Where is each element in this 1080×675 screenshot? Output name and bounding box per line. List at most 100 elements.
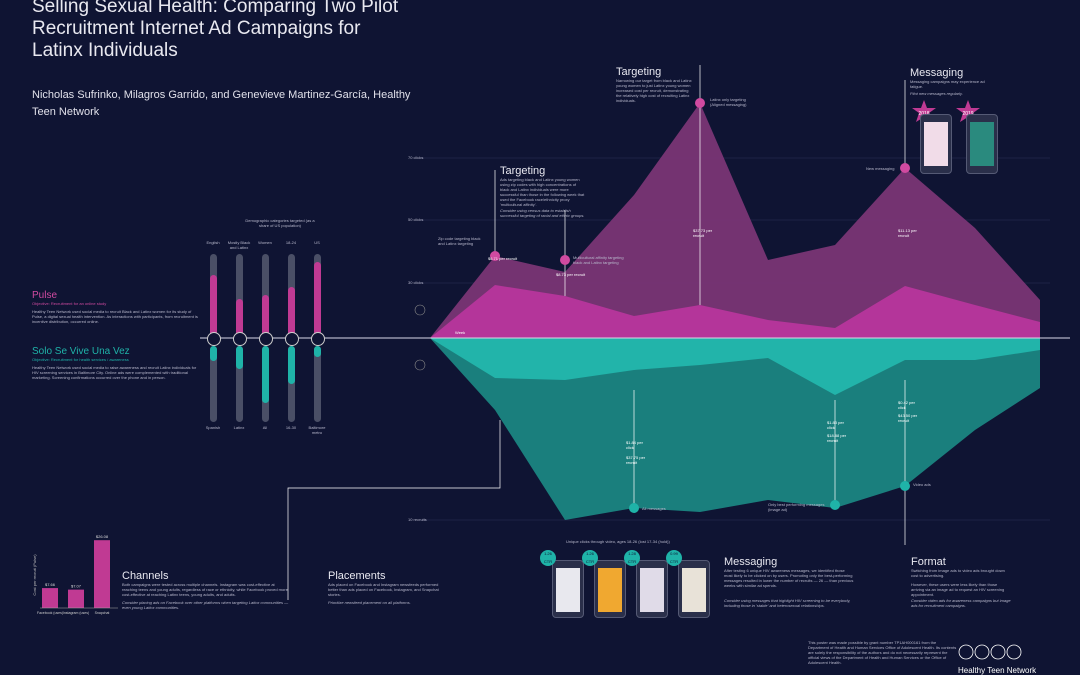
- ad-phone: [552, 560, 584, 618]
- demo-track-top: [210, 254, 217, 336]
- pulse-subtitle: Objective: Recruitment for an online stu…: [32, 301, 107, 306]
- demo-bottom-label: Spanish: [205, 425, 221, 430]
- ssuv-value: $1.83 per click: [827, 420, 844, 430]
- section-messaging-bottom: Messaging: [724, 556, 778, 568]
- stream-label-new-messaging: New messaging: [866, 166, 895, 171]
- ad-phone: [594, 560, 626, 618]
- marker-dot: [695, 98, 705, 108]
- marker-dot: [900, 481, 910, 491]
- demo-bottom-label: 16-30: [285, 425, 297, 430]
- logo-icon: [958, 644, 1022, 660]
- demo-track-bottom: [262, 346, 269, 422]
- demo-top-label: Mostly Black and Latinx: [227, 240, 251, 250]
- note-format: Switching from image ads to video ads br…: [911, 568, 1005, 578]
- section-targeting-top: Targeting: [616, 66, 662, 78]
- section-targeting-mid: Targeting: [500, 165, 546, 177]
- demo-top-label: Women: [258, 240, 272, 245]
- y-label: 50 clicks: [408, 217, 424, 222]
- section-channels: Channels: [122, 570, 169, 582]
- stream-label-all-messages: All messages: [642, 506, 666, 511]
- recruit-axis-icon: [414, 304, 426, 316]
- channel-category-label: Snapchat: [95, 611, 110, 615]
- demo-top-label: US: [314, 240, 320, 245]
- footer-note: This poster was made possible by grant n…: [808, 640, 957, 665]
- ad-phone: [678, 560, 710, 618]
- stream-label-video: Video ads: [913, 482, 931, 487]
- demographics-heading: Demographic categories targeted (as a sh…: [245, 218, 315, 228]
- pulse-value: $8.73 per recruit: [556, 272, 586, 277]
- channel-value-label: $7.66: [45, 582, 56, 587]
- y-label: 70 clicks: [408, 155, 424, 160]
- channels-ylabel: Cost per recruit (Pulse): [32, 554, 37, 596]
- pulse-value: $11.13 per recruit: [898, 228, 917, 238]
- demo-fill-top: [262, 295, 269, 336]
- channel-bar: [68, 589, 84, 608]
- note-format2: However, these users were less likely th…: [911, 582, 1005, 597]
- ssuv-value: $0.42 per click: [898, 400, 915, 410]
- ssuv-value: $37.75 per recruit: [626, 455, 646, 465]
- stream-label-latinx: Latinx only targeting (Aligned messaging…: [710, 97, 747, 107]
- note-messaging-top2: Pilot new messages regularly.: [910, 91, 963, 96]
- y-label: 10 recruits: [408, 517, 427, 522]
- demo-fill-bottom: [210, 346, 217, 362]
- note-targeting-top: Narrowing our target from black and Lati…: [616, 78, 692, 103]
- section-messaging-top: Messaging: [910, 67, 964, 79]
- demo-fill-top: [288, 286, 295, 336]
- demo-top-label: 18-24: [285, 240, 297, 245]
- demo-track-top: [288, 254, 295, 336]
- gender-icon: [259, 332, 273, 346]
- demo-track-top: [314, 254, 321, 336]
- ssuv-area-clicks: [430, 338, 1040, 520]
- demo-top-label: English: [206, 240, 220, 245]
- demo-track-top: [236, 254, 243, 336]
- channel-bar: [94, 540, 110, 608]
- note-channels: Both campaigns were tested across multip…: [122, 582, 288, 597]
- note-placements2: Prioritize newsfeed placement on all pla…: [328, 600, 411, 605]
- demo-track-bottom: [236, 346, 243, 422]
- ssuv-subtitle: Objective: Recruitment for health servic…: [32, 357, 129, 362]
- unique-clicks-label: Unique clicks through video, ages 18-26 …: [566, 539, 670, 544]
- demo-track-bottom: [210, 346, 217, 422]
- note-messaging-bottom2: Consider using messages that highlight H…: [724, 598, 851, 608]
- channel-bar: [42, 588, 58, 608]
- pulse-value: $6.71 per recruit: [488, 256, 518, 261]
- demo-track-top: [262, 254, 269, 336]
- stream-label-multicultural: Multicultural affinity targeting black a…: [573, 255, 624, 265]
- marker-dot: [830, 500, 840, 510]
- y-label: 30 clicks: [408, 280, 424, 285]
- demo-track-bottom: [288, 346, 295, 422]
- channel-category-label: Instagram (uses): [63, 611, 89, 615]
- demo-track-bottom: [314, 346, 321, 422]
- demo-bottom-label: Latinx: [233, 425, 245, 430]
- week-label: Week: [455, 330, 466, 335]
- logo-text: Healthy Teen Network: [958, 666, 1037, 675]
- note-channels2: Consider placing ads on Facebook over ot…: [122, 600, 289, 610]
- pulse-desc: Healthy Teen Network used social media t…: [32, 309, 198, 324]
- demo-fill-bottom: [236, 346, 243, 369]
- note-targeting-mid2: Consider using census data to establish …: [500, 208, 585, 218]
- marker-dot: [560, 255, 570, 265]
- marker-dot: [490, 251, 500, 261]
- demo-fill-top: [210, 274, 217, 336]
- pulse-area-recruits: [430, 285, 1040, 338]
- channel-category-label: Facebook (uses): [37, 611, 63, 615]
- demo-bottom-label: Baltimore metro: [308, 425, 326, 435]
- age-icon: [285, 332, 299, 346]
- stream-label-best: Only best performing messages (image ad): [768, 502, 825, 512]
- recruit-axis-icon: [414, 359, 426, 371]
- marker-dot: [900, 163, 910, 173]
- marker-dot: [629, 503, 639, 513]
- ssuv-title: Solo Se Vive Una Vez: [32, 346, 130, 357]
- note-messaging-top: Messaging campaigns may experience ad fa…: [910, 79, 985, 89]
- poster-title: Selling Sexual Health: Comparing Two Pil…: [32, 0, 399, 61]
- ssuv-value: $1.84 per click: [626, 440, 643, 450]
- stream-label-zip: Zip code targeting black and Latinx targ…: [438, 236, 481, 246]
- channel-value-label: $26.08: [96, 534, 109, 539]
- demo-fill-top: [314, 262, 321, 336]
- demo-fill-bottom: [288, 346, 295, 384]
- note-messaging-bottom: After testing 6 unique HIV awareness mes…: [724, 568, 854, 588]
- ssuv-value: $43.50 per recruit: [898, 413, 918, 423]
- ssuv-desc: Healthy Teen Network used social media t…: [32, 365, 197, 380]
- pulse-value: $37.73 per recruit: [693, 228, 713, 238]
